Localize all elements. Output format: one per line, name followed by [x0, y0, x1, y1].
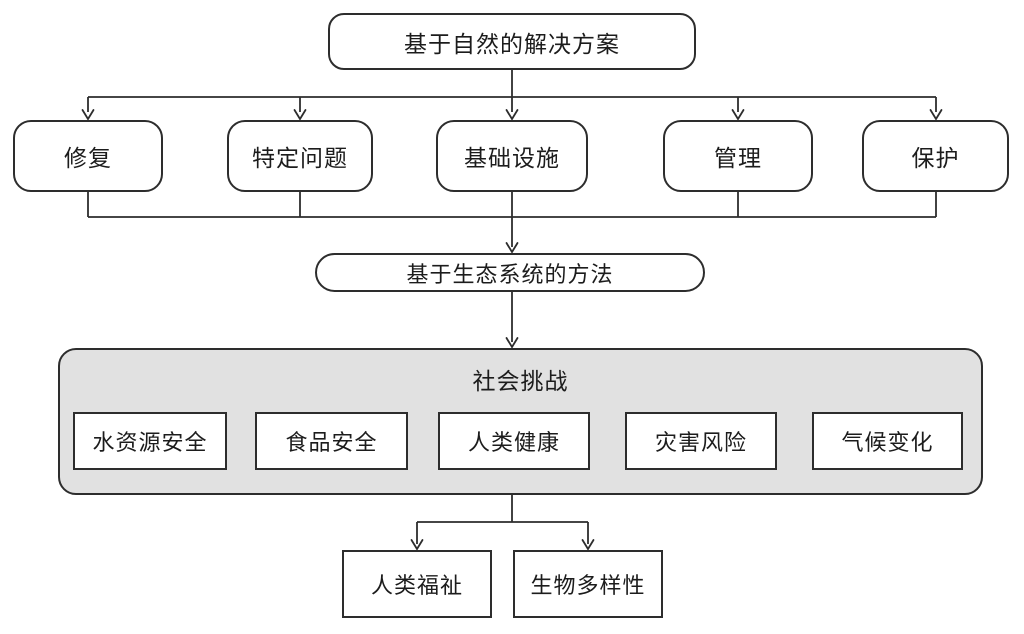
node-nature-based-solutions: 基于自然的解决方案 [328, 13, 696, 70]
arrow-down-icon [929, 109, 943, 121]
arrow-down-icon [81, 109, 95, 121]
arrow-down-icon [505, 337, 519, 349]
node-biodiversity: 生物多样性 [513, 550, 663, 618]
arrow-down-icon [293, 109, 307, 121]
node-protection: 保护 [862, 120, 1009, 192]
approaches-to-method-connectors [87, 192, 937, 254]
arrow-down-icon [410, 539, 424, 551]
method-to-panel-connector [505, 292, 519, 349]
node-disaster-risk: 灾害风险 [625, 412, 777, 470]
node-management: 管理 [663, 120, 813, 192]
node-climate-change: 气候变化 [812, 412, 963, 470]
arrow-down-icon [505, 109, 519, 121]
node-human-wellbeing: 人类福祉 [342, 550, 492, 618]
panel-to-outcomes-connectors [410, 495, 595, 551]
node-specific-issues: 特定问题 [227, 120, 373, 192]
arrow-down-icon [731, 109, 745, 121]
node-infrastructure: 基础设施 [436, 120, 588, 192]
arrow-down-icon [505, 242, 519, 254]
node-ecosystem-based-method: 基于生态系统的方法 [315, 253, 705, 292]
societal-challenges-title: 社会挑战 [472, 368, 569, 394]
node-food-security: 食品安全 [255, 412, 408, 470]
node-restoration: 修复 [13, 120, 163, 192]
node-human-health: 人类健康 [438, 412, 590, 470]
node-water-security: 水资源安全 [73, 412, 227, 470]
arrow-down-icon [581, 539, 595, 551]
root-to-approaches-connectors [81, 70, 943, 121]
